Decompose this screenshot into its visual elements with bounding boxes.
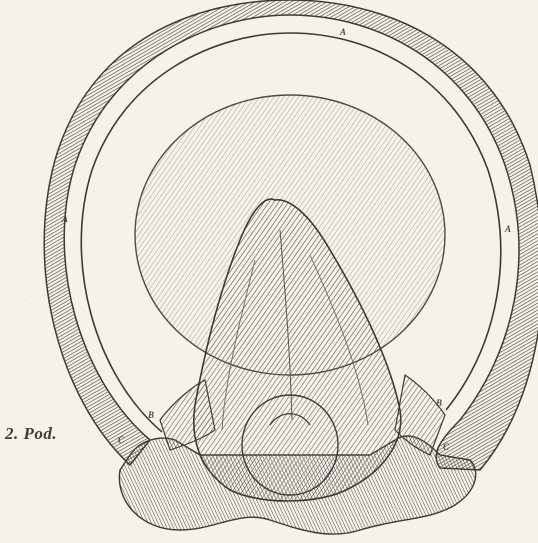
label-a-top: A bbox=[339, 27, 346, 37]
label-c-right: C bbox=[443, 442, 450, 452]
frog-heel bbox=[242, 395, 338, 495]
figure-caption: 2. Pod. bbox=[5, 424, 57, 444]
label-c-left: C bbox=[118, 435, 125, 445]
label-a-right: A bbox=[504, 224, 511, 234]
label-b-left: B bbox=[147, 410, 154, 420]
label-a-left: A bbox=[61, 214, 68, 224]
label-b-right: B bbox=[435, 398, 442, 408]
